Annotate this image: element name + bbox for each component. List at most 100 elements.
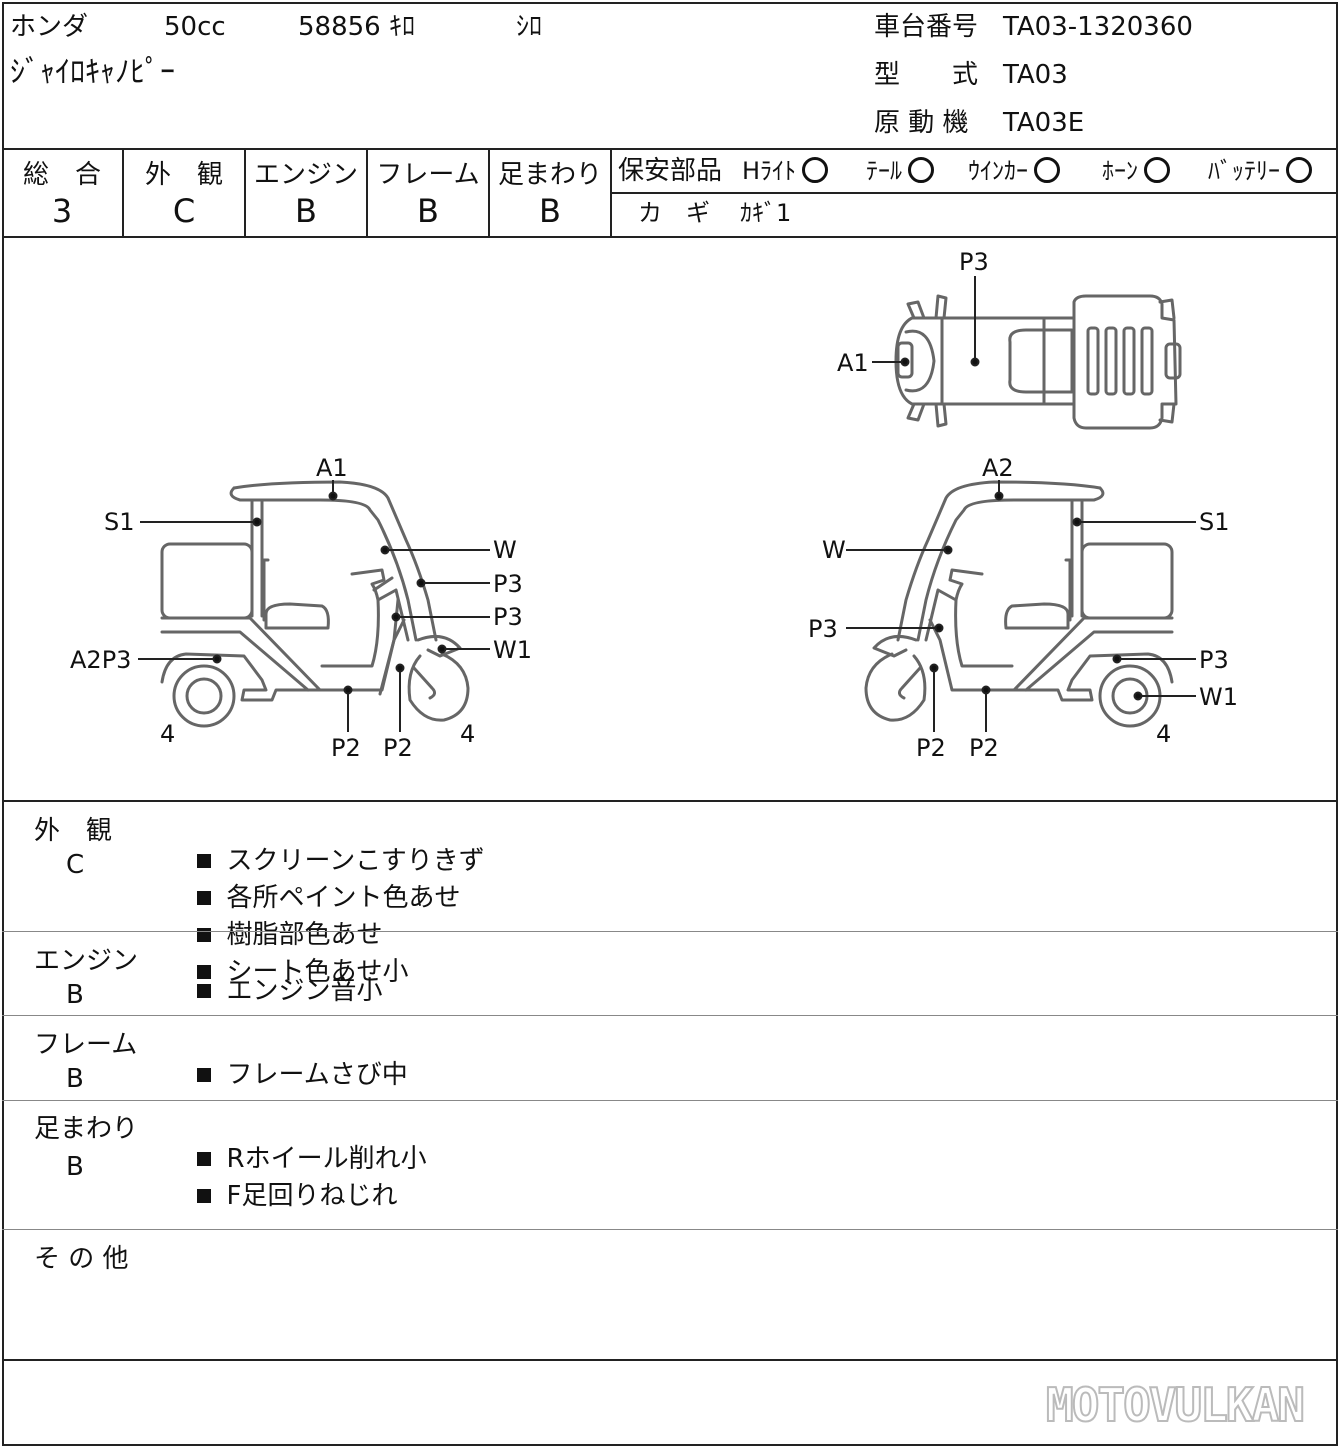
divider: [366, 149, 368, 237]
note-item: フレームさび中: [226, 1060, 408, 1090]
note-item: 樹脂部色あせ: [226, 920, 383, 950]
left-label-p3-a: P3: [493, 570, 523, 598]
watermark-logo: MOTOVULKAN: [1045, 1377, 1306, 1433]
divider: [612, 192, 1338, 194]
mileage: 58856 ｷﾛ: [298, 12, 415, 42]
note-category-suspension: 足まわり: [34, 1114, 139, 1144]
top-label-a1: A1: [837, 349, 869, 377]
note-items-frame: フレームさび中: [180, 1024, 422, 1091]
divider: [2, 1015, 1338, 1016]
divider: [2, 1229, 1338, 1230]
left-label-a1: A1: [316, 454, 348, 482]
engine-label: 原 動 機: [874, 108, 969, 138]
frame-no: TA03-1320360: [1003, 12, 1193, 42]
right-label-p3-b: P3: [1199, 646, 1229, 674]
divider: [2, 236, 1338, 238]
ok-circle-icon: [1144, 157, 1170, 183]
bullet-square-icon: [196, 891, 211, 905]
divider: [610, 149, 612, 237]
right-label-w: W: [822, 536, 846, 564]
note-category-appearance: 外 観: [34, 816, 113, 846]
grade-value-total: 3: [51, 192, 73, 230]
divider: [488, 149, 490, 237]
note-grade-appearance: C: [66, 850, 85, 880]
left-view-scooter: [160, 480, 470, 728]
note-items-suspension: Rホイール削れ小 F足回りねじれ: [180, 1108, 441, 1212]
grade-label-frame: フレーム: [376, 160, 480, 190]
grade-label-total: 総 合: [22, 160, 101, 190]
right-label-p2-a: P2: [916, 734, 946, 762]
bullet-square-icon: [196, 1068, 211, 1082]
ok-circle-icon: [802, 157, 829, 183]
bullet-square-icon: [196, 965, 211, 979]
note-item: 各所ペイント色あせ: [226, 883, 461, 913]
grade-value-appearance: C: [172, 192, 196, 230]
left-label-a2p3: A2P3: [70, 646, 131, 674]
model-name: ｼﾞｬｲﾛｷｬﾉﾋﾟｰ: [10, 55, 175, 90]
divider: [244, 149, 246, 237]
note-item: シート色あせ小: [226, 957, 409, 987]
displacement: 50cc: [164, 12, 226, 42]
safety-title: 保安部品: [618, 156, 723, 186]
note-item: スクリーンこすりきず: [226, 846, 485, 876]
top-label-p3: P3: [959, 248, 989, 276]
grade-value-frame: B: [417, 192, 439, 230]
frame-no-label: 車台番号: [874, 12, 979, 42]
type-value: TA03: [1003, 60, 1068, 90]
right-label-s1: S1: [1199, 508, 1230, 536]
bullet-square-icon: [196, 1152, 211, 1166]
grade-label-engine: エンジン: [253, 160, 358, 190]
note-category-other: そ の 他: [34, 1244, 129, 1274]
right-label-a2: A2: [982, 454, 1014, 482]
note-item: Rホイール削れ小: [226, 1144, 427, 1174]
damage-diagram: P3 A1 A1 S1 W P3 P3 W1 A2P3 4 P2 P2 4 A2…: [70, 248, 1238, 762]
grade-value-suspension: B: [539, 192, 561, 230]
left-label-rear-wheel: 4: [160, 720, 175, 748]
safety-item-tail: ﾃｰﾙ: [866, 156, 934, 186]
left-label-w1: W1: [493, 636, 532, 664]
right-view-scooter: [864, 480, 1174, 728]
key-value: ｶｷﾞ1: [740, 199, 792, 227]
divider: [2, 800, 1338, 802]
left-label-p2-b: P2: [383, 734, 413, 762]
divider: [122, 149, 124, 237]
right-label-p3-a: P3: [808, 615, 838, 643]
note-grade-suspension: B: [66, 1152, 84, 1182]
right-label-w1: W1: [1199, 683, 1238, 711]
note-item: F足回りねじれ: [226, 1181, 398, 1211]
ok-circle-icon: [1286, 157, 1312, 183]
safety-item-battery: ﾊﾞｯﾃﾘｰ: [1208, 156, 1312, 186]
divider: [2, 148, 1338, 150]
left-label-p2-a: P2: [331, 734, 361, 762]
left-label-front-wheel: 4: [460, 720, 475, 748]
note-category-frame: フレーム: [34, 1030, 138, 1060]
bullet-square-icon: [196, 984, 211, 998]
grade-label-suspension: 足まわり: [497, 160, 602, 190]
note-items-appearance: スクリーンこすりきず 各所ペイント色あせ 樹脂部色あせ シート色あせ小: [180, 810, 499, 988]
left-label-s1: S1: [104, 508, 135, 536]
safety-item-horn: ﾎｰﾝ: [1102, 156, 1170, 186]
safety-item-headlight: Hﾗｲﾄ: [742, 156, 829, 186]
type-label: 型 式: [874, 60, 979, 90]
key-label: カ ギ: [638, 199, 710, 227]
left-label-w: W: [493, 536, 517, 564]
maker: ホンダ: [10, 12, 89, 42]
note-category-engine: エンジン: [34, 946, 139, 976]
top-view-scooter: [894, 294, 1182, 430]
color: ｼﾛ: [516, 12, 543, 42]
note-items-engine: エンジン音小: [180, 940, 397, 1007]
bullet-square-icon: [196, 854, 211, 868]
engine-value: TA03E: [1003, 108, 1085, 138]
bullet-square-icon: [196, 1189, 211, 1203]
divider: [2, 1359, 1338, 1361]
note-grade-engine: B: [66, 980, 84, 1010]
right-label-p2-b: P2: [969, 734, 999, 762]
safety-item-winker: ｳｲﾝｶｰ: [968, 156, 1060, 186]
grade-label-appearance: 外 観: [144, 160, 223, 190]
ok-circle-icon: [1034, 157, 1060, 183]
note-grade-frame: B: [66, 1064, 84, 1094]
divider: [2, 1100, 1338, 1101]
grade-value-engine: B: [295, 192, 317, 230]
right-label-rear-wheel: 4: [1156, 720, 1171, 748]
